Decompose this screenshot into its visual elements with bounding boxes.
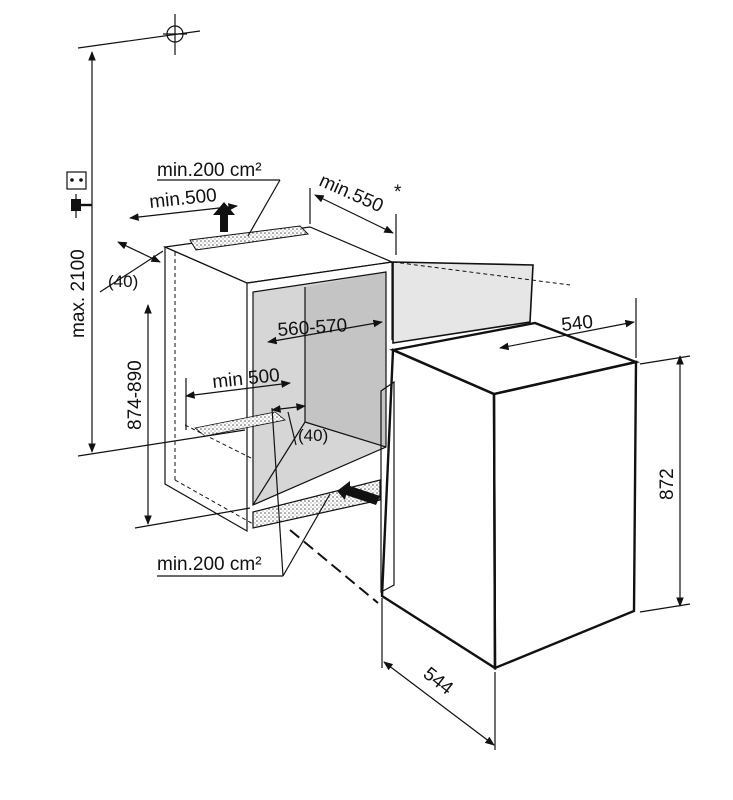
- inner-depth-dimension: [185, 380, 291, 399]
- max-height-label: max. 2100: [68, 249, 89, 338]
- appliance-depth-label: 544: [419, 663, 457, 699]
- door-clearance-mark: *: [394, 182, 402, 203]
- appliance-body: [380, 321, 641, 671]
- niche-depth-label: 560-570: [277, 315, 348, 341]
- appliance-height-label: 872: [657, 468, 678, 500]
- appliance-width-dimension: [499, 319, 635, 351]
- niche-depth-dimension: [267, 319, 383, 345]
- niche-height-label: 874-890: [125, 360, 146, 430]
- vent-area-top-label: min.200 cm²: [157, 160, 262, 181]
- vent-area-top-leader: [157, 179, 281, 237]
- socket-icon: [66, 171, 87, 190]
- appliance-depth-dimension: [383, 661, 495, 746]
- top-vent-grille: [189, 225, 310, 251]
- vent-area-bottom-leader: [157, 407, 331, 577]
- vent-area-bottom-label: min.200 cm²: [157, 554, 262, 575]
- plumb-line-icon: [77, 14, 201, 55]
- offset-bottom-dimension: [271, 403, 306, 413]
- appliance-width-label: 540: [560, 312, 594, 336]
- offset-top-dimension: [117, 241, 161, 263]
- plug-icon: [71, 194, 92, 218]
- max-height-dimension: [77, 51, 246, 457]
- offset-bottom-label: (40): [298, 426, 328, 445]
- niche-cabinet: [162, 226, 395, 533]
- niche-interior: [252, 271, 387, 506]
- door-clearance-label: min.550: [316, 170, 386, 217]
- install-path-line: [289, 529, 379, 604]
- offset-top-label: (40): [108, 272, 138, 291]
- top-depth-dimension: [129, 203, 238, 221]
- door-clearance-dimension: [314, 194, 394, 234]
- open-door: [392, 261, 571, 344]
